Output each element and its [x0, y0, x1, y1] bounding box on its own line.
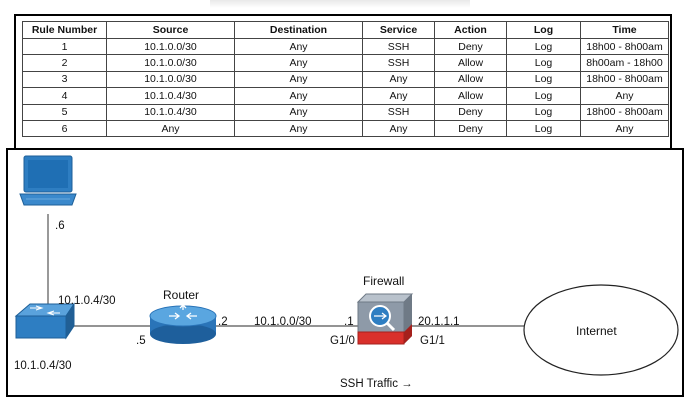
- cell-time: 18h00 - 8h00am: [580, 70, 669, 89]
- cell-service: SSH: [362, 103, 435, 121]
- cell-destination: Any: [234, 54, 363, 72]
- cell-log: Log: [506, 103, 581, 121]
- cell-rule-number: 3: [22, 70, 107, 89]
- firewall-outside-interface: G1/1: [420, 335, 445, 347]
- cell-destination: Any: [234, 87, 363, 105]
- firewall-rules-table: Rule Number Source Destination Service A…: [22, 21, 669, 138]
- router-left-ip: .5: [136, 335, 146, 347]
- top-shadow-strip: [210, 0, 470, 8]
- table-row: 5 10.1.0.4/30 Any SSH Deny Log 18h00 - 8…: [22, 103, 669, 121]
- cell-rule-number: 2: [22, 54, 107, 72]
- header-log: Log: [506, 21, 581, 39]
- cell-source: 10.1.0.4/30: [106, 87, 235, 105]
- cell-log: Log: [506, 70, 581, 89]
- header-time: Time: [580, 21, 669, 39]
- network-diagram-panel: .6 10.1.0.4/30 10.1.0.4/30 Router .5 .2 …: [6, 148, 684, 397]
- firewall-outside-ip: 20.1.1.1: [418, 316, 460, 328]
- router-title: Router: [163, 288, 200, 302]
- header-destination: Destination: [234, 21, 363, 39]
- cell-service: Any: [362, 70, 435, 89]
- internet-label: Internet: [576, 324, 617, 338]
- cell-log: Log: [506, 119, 581, 138]
- cell-source: 10.1.0.4/30: [106, 103, 235, 121]
- cell-destination: Any: [234, 103, 363, 121]
- cell-service: SSH: [362, 37, 435, 56]
- cell-destination: Any: [234, 119, 363, 138]
- cell-destination: Any: [234, 70, 363, 89]
- table-row: 3 10.1.0.0/30 Any Any Allow Log 18h00 - …: [22, 70, 669, 89]
- header-rule-number: Rule Number: [22, 21, 107, 39]
- router-right-ip: .2: [218, 316, 228, 328]
- table-row: 2 10.1.0.0/30 Any SSH Allow Log 8h00am -…: [22, 54, 669, 72]
- cell-time: 18h00 - 8h00am: [580, 37, 669, 56]
- cell-rule-number: 4: [22, 87, 107, 105]
- switch-subnet-bottom-label: 10.1.0.4/30: [14, 360, 72, 372]
- cell-time: Any: [580, 87, 669, 105]
- cell-service: Any: [362, 119, 435, 138]
- cell-source: Any: [106, 119, 235, 138]
- cell-action: Allow: [434, 54, 507, 72]
- router-icon: [149, 304, 217, 344]
- cell-log: Log: [506, 54, 581, 72]
- cell-service: Any: [362, 87, 435, 105]
- firewall-inside-ip: .1: [344, 316, 354, 328]
- switch-icon: [14, 302, 75, 340]
- laptop-icon: [19, 155, 77, 206]
- cell-action: Deny: [434, 103, 507, 121]
- cell-source: 10.1.0.0/30: [106, 54, 235, 72]
- cell-log: Log: [506, 87, 581, 105]
- switch-subnet-top-label: 10.1.0.4/30: [58, 295, 116, 307]
- header-service: Service: [362, 21, 435, 39]
- header-source: Source: [106, 21, 235, 39]
- firewall-icon: [356, 293, 414, 345]
- cell-service: SSH: [362, 54, 435, 72]
- cell-action: Deny: [434, 37, 507, 56]
- link-subnet-label: 10.1.0.0/30: [254, 316, 312, 328]
- header-action: Action: [434, 21, 507, 39]
- cell-source: 10.1.0.0/30: [106, 70, 235, 89]
- cell-action: Deny: [434, 119, 507, 138]
- cell-rule-number: 1: [22, 37, 107, 56]
- table-row: 6 Any Any Any Deny Log Any: [22, 119, 669, 138]
- ssh-traffic-label: SSH Traffic →: [340, 378, 413, 390]
- cell-action: Allow: [434, 70, 507, 89]
- cell-time: 18h00 - 8h00am: [580, 103, 669, 121]
- cell-rule-number: 6: [22, 119, 107, 138]
- cell-rule-number: 5: [22, 103, 107, 121]
- network-diagram: [14, 155, 679, 376]
- cell-source: 10.1.0.0/30: [106, 37, 235, 56]
- firewall-title: Firewall: [363, 274, 405, 288]
- firewall-inside-interface: G1/0: [330, 335, 355, 347]
- table-header-row: Rule Number Source Destination Service A…: [22, 21, 669, 39]
- cell-time: 8h00am - 18h00: [580, 54, 669, 72]
- internet-cloud: [523, 284, 679, 376]
- cell-action: Allow: [434, 87, 507, 105]
- table-row: 1 10.1.0.0/30 Any SSH Deny Log 18h00 - 8…: [22, 37, 669, 56]
- cell-destination: Any: [234, 37, 363, 56]
- cell-log: Log: [506, 37, 581, 56]
- cell-time: Any: [580, 119, 669, 138]
- table-row: 4 10.1.0.4/30 Any Any Allow Log Any: [22, 87, 669, 105]
- rules-table-panel: Rule Number Source Destination Service A…: [14, 14, 672, 148]
- laptop-ip-label: .6: [55, 220, 65, 232]
